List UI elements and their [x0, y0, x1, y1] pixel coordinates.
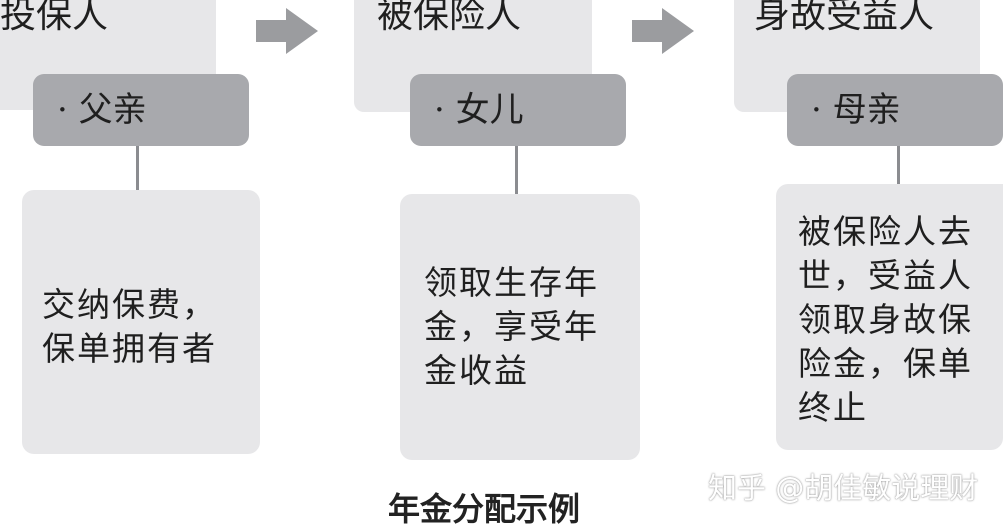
diagram-caption: 年金分配示例: [388, 490, 581, 528]
role-title-policyholder: 投保人: [0, 0, 109, 36]
desc-line: 被保险人去: [798, 212, 973, 251]
tag-beneficiary-mother: · 母亲: [787, 74, 1003, 146]
desc-line: 险金，保单: [798, 344, 973, 383]
tag-policyholder-father: · 父亲: [33, 74, 249, 146]
desc-line: 金收益: [424, 351, 529, 390]
connector-line-2: [515, 146, 518, 194]
desc-line: 交纳保费，: [42, 285, 217, 324]
desc-box-insured: 领取生存年 金，享受年 金收益: [400, 194, 640, 460]
desc-line: 保单拥有者: [42, 329, 217, 368]
connector-line-1: [136, 146, 139, 190]
desc-box-beneficiary: 被保险人去 世，受益人 领取身故保 险金，保单 终止: [776, 184, 1003, 450]
desc-line: 领取生存年: [424, 263, 599, 302]
desc-box-policyholder: 交纳保费， 保单拥有者: [22, 190, 260, 454]
desc-line: 世，受益人: [798, 256, 973, 295]
role-title-insured: 被保险人: [377, 0, 522, 36]
connector-line-3: [897, 146, 900, 184]
right-arrow-icon: [256, 8, 318, 54]
desc-line: 领取身故保: [798, 300, 973, 339]
watermark-text: 知乎 @胡佳敏说理财: [708, 471, 979, 505]
right-arrow-icon: [632, 8, 694, 54]
desc-line: 金，享受年: [424, 307, 599, 346]
role-title-beneficiary: 身故受益人: [754, 0, 935, 36]
tag-insured-daughter: · 女儿: [410, 74, 626, 146]
desc-line: 终止: [798, 388, 868, 427]
